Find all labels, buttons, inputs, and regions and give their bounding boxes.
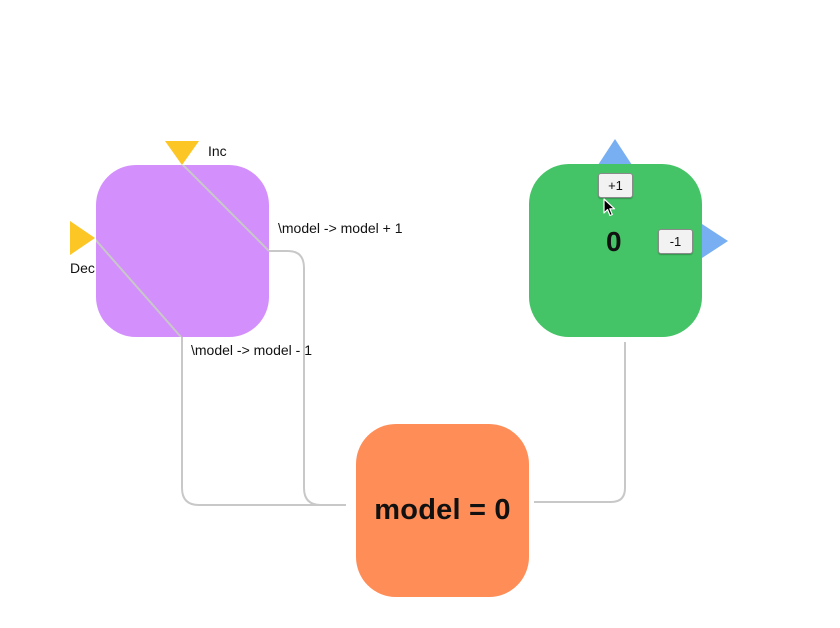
dec-expression-label: \model -> model - 1 bbox=[191, 342, 312, 358]
view-output-port-top[interactable] bbox=[598, 139, 632, 165]
wire-inc-to-model bbox=[269, 250, 346, 506]
dec-branch-line bbox=[96, 238, 182, 337]
update-node[interactable] bbox=[96, 165, 269, 337]
view-output-port-right[interactable] bbox=[702, 224, 728, 258]
inc-input-port[interactable] bbox=[165, 141, 199, 165]
model-node[interactable]: model = 0 bbox=[356, 424, 529, 597]
model-node-label: model = 0 bbox=[374, 494, 511, 526]
dec-port-label: Dec bbox=[70, 260, 95, 276]
mouse-pointer-icon bbox=[603, 198, 616, 217]
wire-dec-to-model bbox=[181, 337, 346, 506]
counter-value: 0 bbox=[606, 226, 622, 257]
wire-model-to-view bbox=[534, 342, 626, 503]
dec-input-port[interactable] bbox=[70, 221, 95, 255]
inc-expression-label: \model -> model + 1 bbox=[278, 220, 403, 236]
increment-button[interactable]: +1 bbox=[598, 173, 633, 198]
inc-branch-line bbox=[181, 165, 269, 252]
update-node-shape bbox=[96, 165, 269, 337]
decrement-button[interactable]: -1 bbox=[658, 229, 693, 254]
inc-port-label: Inc bbox=[208, 143, 227, 159]
